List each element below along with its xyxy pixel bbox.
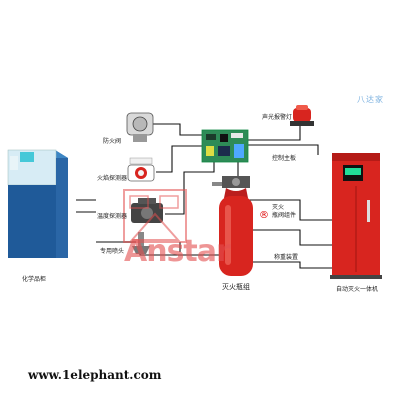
label-bottle-valve-2: 瓶阀组件: [272, 212, 297, 219]
brand-watermark: [123, 189, 187, 243]
label-bottle-valve-1: 灭火: [272, 204, 285, 211]
label-alarm-light: 声光报警灯: [262, 114, 293, 121]
site-watermark: www.1elephant.com: [28, 368, 162, 382]
label-weighing: 称重装置: [274, 254, 299, 261]
label-nozzle: 专用喷头: [100, 248, 125, 255]
circuit-board-icon: [201, 129, 249, 163]
label-control-board: 控制主板: [272, 155, 297, 162]
wiring-lines: [76, 122, 332, 269]
label-flame-detector: 火焰探测器: [97, 175, 128, 182]
chemical-cabinet: [7, 149, 68, 258]
brand-watermark-text: Anstar: [124, 234, 231, 269]
registered-mark: ®: [259, 210, 269, 221]
temp-detector-icon: [131, 198, 163, 223]
label-cabinet: 化学品柜: [22, 276, 47, 283]
flame-detector-icon: [127, 157, 155, 182]
label-integrated-unit: 自动灭火一体机: [336, 286, 379, 293]
label-fire-damper: 防火阀: [103, 138, 122, 145]
fire-damper-icon: [126, 112, 154, 142]
label-bottle: 灭火瓶组: [222, 283, 250, 291]
alarm-light-icon: [290, 105, 314, 126]
integrated-unit: [330, 153, 382, 279]
corner-watermark: 八达家: [357, 95, 384, 104]
extinguishing-bottle: [212, 176, 253, 276]
label-temp-detector: 温度探测器: [97, 213, 128, 220]
